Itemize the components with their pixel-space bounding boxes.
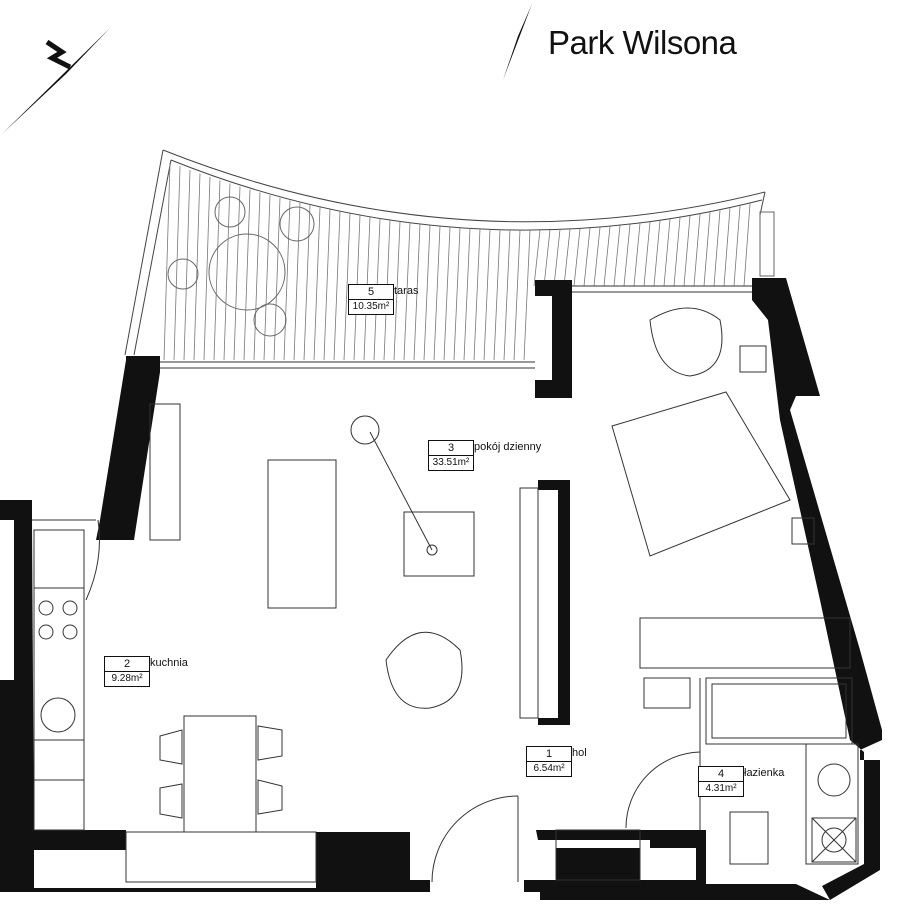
room-name: taras xyxy=(394,285,419,297)
terrace-table xyxy=(167,196,315,337)
room-number: 2 xyxy=(105,657,149,672)
room-number: 5 xyxy=(349,285,393,300)
terrace xyxy=(124,149,775,361)
room-area: 10.35m² xyxy=(352,301,390,312)
room-name: pokój dzienny xyxy=(474,441,542,453)
room-name: łazienka xyxy=(744,767,785,779)
room-area: 9.28m² xyxy=(111,673,143,684)
room-box: 1 6.54m² xyxy=(526,746,572,777)
room-number: 1 xyxy=(527,747,571,762)
brand-slash-icon xyxy=(503,4,532,80)
north-arrow-icon xyxy=(2,28,110,134)
room-box: 4 4.31m² xyxy=(698,766,744,797)
room-name: hol xyxy=(572,747,587,759)
room-area: 33.51m² xyxy=(432,457,470,468)
room-box: 3 33.51m² xyxy=(428,440,474,471)
room-area: 6.54m² xyxy=(533,763,565,774)
interior-lines xyxy=(32,285,859,883)
room-box: 5 10.35m² xyxy=(348,284,394,315)
room-name: kuchnia xyxy=(150,657,188,669)
room-number: 4 xyxy=(699,767,743,782)
brand-name: Park Wilsona xyxy=(548,24,737,61)
room-box: 2 9.28m² xyxy=(104,656,150,687)
room-number: 3 xyxy=(429,441,473,456)
walls xyxy=(0,278,882,900)
room-area: 4.31m² xyxy=(705,783,737,794)
